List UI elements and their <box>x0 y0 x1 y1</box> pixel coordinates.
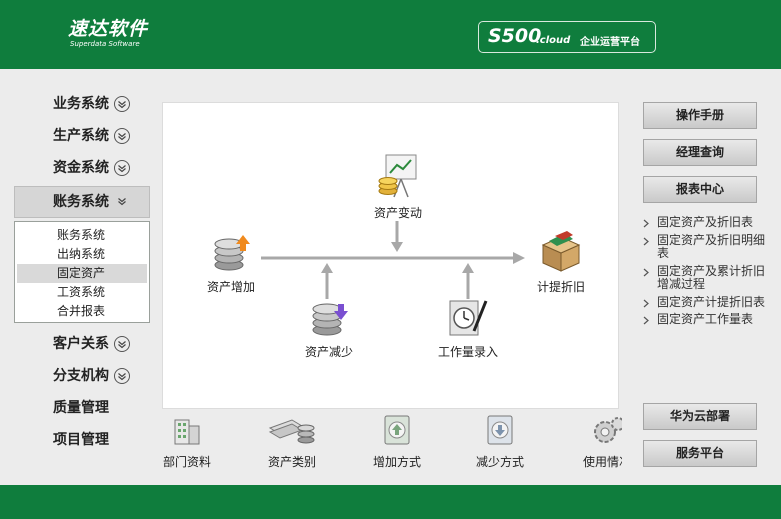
nav-label: 资金系统 <box>53 160 109 176</box>
nav-label: 业务系统 <box>53 96 109 112</box>
node-workload-entry[interactable]: 工作量录入 <box>426 298 510 360</box>
arrow-up-reduce <box>321 263 333 273</box>
add-method-icon <box>384 415 410 445</box>
report-list: 固定资产及折旧表 固定资产及折旧明细表 固定资产及累计折旧增减过程 固定资产计提… <box>642 215 774 331</box>
node-label: 计提折旧 <box>536 280 585 294</box>
nav-label: 项目管理 <box>53 432 109 448</box>
shortcut-asset-categories[interactable]: 资产类别 <box>257 414 327 470</box>
expand-icon[interactable] <box>114 368 130 384</box>
arrow-up-workload <box>462 263 474 273</box>
submenu-item-accounting[interactable]: 账务系统 <box>57 228 106 242</box>
nav-label: 分支机构 <box>53 368 109 384</box>
building-icon <box>174 419 200 445</box>
box-icon <box>541 231 581 272</box>
nav-business[interactable]: 业务系统 <box>14 88 150 120</box>
arrow-to-depreciation <box>513 252 525 264</box>
shortcut-label: 使用情况 <box>582 455 622 469</box>
nav-branches[interactable]: 分支机构 <box>14 360 150 392</box>
node-asset-reduce[interactable]: 资产减少 <box>289 298 369 360</box>
report-link[interactable]: 固定资产及累计折旧增减过程 <box>642 263 774 292</box>
node-label: 资产变动 <box>373 206 422 220</box>
service-platform-button[interactable]: 服务平台 <box>643 440 757 467</box>
submenu-item-consolidated[interactable]: 合并报表 <box>57 304 106 318</box>
gears-icon <box>594 417 622 443</box>
logo-subtext: Superdata Software <box>70 40 140 48</box>
shortcut-label: 减少方式 <box>475 455 524 469</box>
report-link[interactable]: 固定资产及折旧明细表 <box>642 232 774 261</box>
reduce-method-icon <box>487 415 513 445</box>
nav-customer-relations[interactable]: 客户关系 <box>14 328 150 360</box>
submenu-item-fixed-assets[interactable]: 固定资产 <box>17 264 147 283</box>
expand-icon[interactable] <box>114 160 130 176</box>
nav-quality[interactable]: 质量管理 <box>14 392 150 424</box>
report-link-label: 固定资产及折旧表 <box>657 215 754 229</box>
node-label: 资产增加 <box>206 280 255 294</box>
node-depreciation[interactable]: 计提折旧 <box>521 229 601 295</box>
huawei-cloud-button[interactable]: 华为云部署 <box>643 403 757 430</box>
product-tagline: 企业运营平台 <box>580 37 640 48</box>
top-header: 速达软件 Superdata Software S500 .cloud 企业运营… <box>0 0 781 69</box>
shortcut-add-methods[interactable]: 增加方式 <box>362 414 432 470</box>
product-name: S500 <box>488 25 542 47</box>
product-suffix: .cloud <box>536 35 571 46</box>
nav-production[interactable]: 生产系统 <box>14 120 150 152</box>
report-link[interactable]: 固定资产工作量表 <box>642 312 774 327</box>
chevron-right-icon <box>643 316 649 325</box>
manual-button[interactable]: 操作手册 <box>643 102 757 129</box>
left-nav: 业务系统 生产系统 资金系统 账务系统 账务系统 出纳系统 固定资产 工资系统 … <box>14 88 150 456</box>
coin-stack-up-icon <box>214 235 250 271</box>
report-link-label: 固定资产工作量表 <box>657 312 754 326</box>
arrow-down-change <box>391 242 403 252</box>
shortcut-departments[interactable]: 部门资料 <box>162 414 222 470</box>
collapse-icon[interactable] <box>115 194 131 210</box>
node-asset-add[interactable]: 资产增加 <box>191 233 271 295</box>
nav-label: 账务系统 <box>53 194 109 210</box>
nav-funds[interactable]: 资金系统 <box>14 152 150 184</box>
chevron-right-icon <box>643 299 649 307</box>
shortcut-label: 资产类别 <box>267 455 316 469</box>
nav-label: 质量管理 <box>53 400 109 416</box>
report-link-label: 固定资产及累计折旧增减过程 <box>657 263 766 291</box>
manager-query-button[interactable]: 经理查询 <box>643 139 757 166</box>
expand-icon[interactable] <box>114 128 130 144</box>
flow-lines <box>261 221 525 299</box>
chevron-right-icon <box>643 219 649 228</box>
report-link-label: 固定资产及折旧明细表 <box>657 232 766 260</box>
submenu-item-cashier[interactable]: 出纳系统 <box>57 247 106 261</box>
report-center-button[interactable]: 报表中心 <box>643 176 757 203</box>
report-link[interactable]: 固定资产计提折旧表 <box>642 294 774 310</box>
bottom-bar <box>0 485 781 519</box>
chevron-right-icon <box>643 268 649 276</box>
node-asset-change[interactable]: 资产变动 <box>353 153 443 221</box>
logo-text: 速达软件 <box>68 18 149 40</box>
nav-projects[interactable]: 项目管理 <box>14 424 150 456</box>
expand-icon[interactable] <box>114 96 130 112</box>
shortcut-bar: 部门资料 资产类别 增加方式 减少方式 使用 <box>162 414 622 476</box>
shortcut-label: 增加方式 <box>372 455 421 469</box>
clock-pen-icon <box>449 300 488 336</box>
node-label: 资产减少 <box>304 345 353 359</box>
shortcut-label: 部门资料 <box>162 455 211 469</box>
nav-label: 客户关系 <box>53 336 109 352</box>
chevron-right-icon <box>643 237 649 245</box>
superdata-logo: 速达软件 Superdata Software <box>68 18 168 49</box>
submenu-item-payroll[interactable]: 工资系统 <box>57 285 106 299</box>
expand-icon[interactable] <box>114 336 130 352</box>
report-link-label: 固定资产计提折旧表 <box>657 294 766 309</box>
chart-coins-icon <box>378 154 417 198</box>
nav-label: 生产系统 <box>53 128 109 144</box>
cash-coins-icon <box>268 419 315 444</box>
node-label: 工作量录入 <box>437 345 498 359</box>
product-badge: S500 .cloud 企业运营平台 <box>478 21 656 53</box>
report-link[interactable]: 固定资产及折旧表 <box>642 215 774 230</box>
coin-stack-down-icon <box>312 303 348 336</box>
accounting-submenu: 账务系统 出纳系统 固定资产 工资系统 合并报表 <box>14 221 150 323</box>
shortcut-reduce-methods[interactable]: 减少方式 <box>465 414 535 470</box>
fixed-assets-flow-panel: 资产变动 资产增加 资产减少 工作量录入 <box>162 102 619 409</box>
shortcut-usage[interactable]: 使用情况 <box>572 414 622 470</box>
nav-accounting[interactable]: 账务系统 <box>14 186 150 218</box>
